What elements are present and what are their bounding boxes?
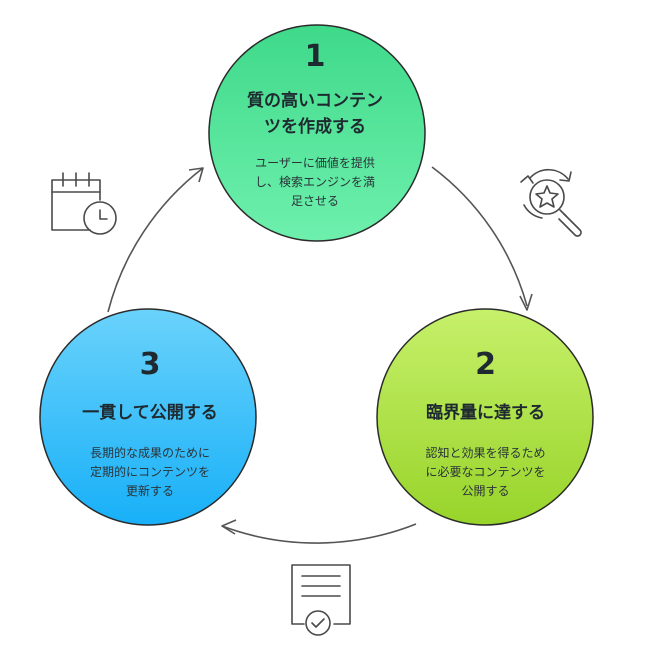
- node-2-number: 2: [475, 347, 496, 382]
- arrowhead-to-node-3: [221, 519, 237, 535]
- cycle-arc-1-to-2: [431, 166, 528, 307]
- node-1-desc-line-3: 足させる: [290, 194, 339, 208]
- node-3: 3 一貫して公開する 長期的な成果のために 定期的にコンテンツを 更新する: [50, 348, 250, 501]
- node-2-title: 臨界量に達する: [426, 403, 545, 423]
- node-1-title-line-2: ツを作成する: [264, 117, 366, 137]
- document-check-icon: [291, 564, 351, 636]
- node-2: 2 臨界量に達する 認知と効果を得るため に必要なコンテンツを 公開する: [388, 348, 583, 501]
- node-1-title-line-1: 質の高いコンテン: [247, 91, 383, 111]
- node-3-circle: [39, 308, 257, 526]
- star-search-icon: [520, 168, 582, 237]
- node-3-title: 一貫して公開する: [82, 403, 218, 423]
- node-1: 1 質の高いコンテン ツを作成する ユーザーに価値を提供 し、検索エンジンを満 …: [215, 40, 415, 211]
- calendar-clock-icon: [51, 172, 117, 235]
- node-1-desc-line-1: ユーザーに価値を提供: [255, 156, 375, 170]
- node-2-desc-line-3: 公開する: [461, 484, 510, 498]
- node-3-number: 3: [139, 347, 161, 382]
- node-1-desc-line-2: し、検索エンジンを満: [254, 175, 375, 189]
- node-2-desc-line-2: に必要なコンテンツを: [425, 465, 546, 479]
- cycle-arc-2-to-3: [221, 523, 417, 544]
- node-1-description: ユーザーに価値を提供 し、検索エンジンを満 足させる: [215, 154, 415, 211]
- node-2-circle: [376, 308, 594, 526]
- arrowhead-to-node-1: [188, 167, 204, 183]
- node-1-circle: [208, 24, 426, 242]
- node-2-description: 認知と効果を得るため に必要なコンテンツを 公開する: [388, 444, 583, 501]
- node-3-description: 長期的な成果のために 定期的にコンテンツを 更新する: [50, 444, 250, 501]
- node-3-desc-line-1: 長期的な成果のために: [89, 446, 210, 460]
- node-1-title: 質の高いコンテン ツを作成する: [215, 88, 415, 140]
- cycle-arc-3-to-1: [107, 167, 204, 313]
- node-2-desc-line-1: 認知と効果を得るため: [425, 446, 546, 460]
- node-3-desc-line-3: 更新する: [125, 484, 174, 498]
- arrowhead-to-node-2: [519, 293, 533, 311]
- node-1-number: 1: [304, 39, 326, 74]
- node-3-desc-line-2: 定期的にコンテンツを: [89, 465, 210, 479]
